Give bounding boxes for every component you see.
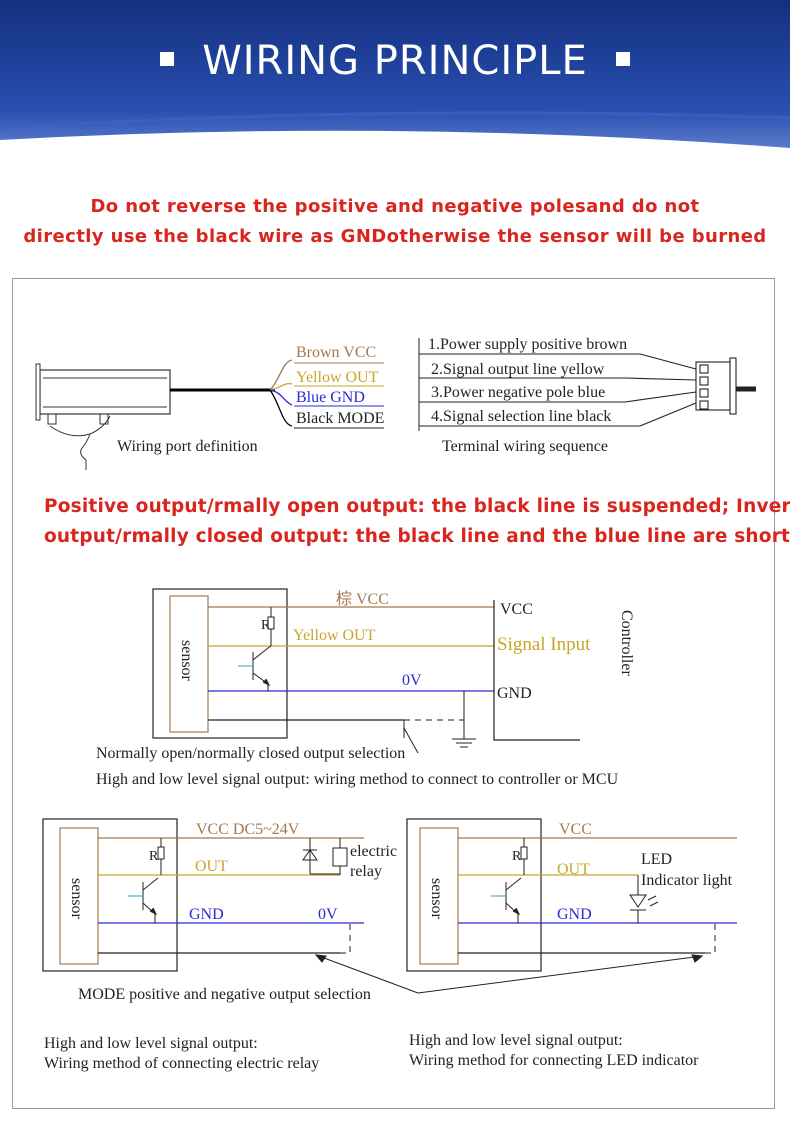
output-note-line-2: output/rmally closed output: the black l… xyxy=(44,526,790,547)
header-banner xyxy=(0,0,790,148)
square-bullet-icon xyxy=(160,52,175,66)
warning-line-1: Do not reverse the positive and negative… xyxy=(90,196,700,217)
output-note-line-1: Positive output/rmally open output: the … xyxy=(44,496,790,517)
warning-line-2: directly use the black wire as GNDotherw… xyxy=(23,226,767,247)
square-bullet-icon xyxy=(615,52,630,66)
page-title: WIRING PRINCIPLE xyxy=(0,38,790,84)
page-title-text: WIRING PRINCIPLE xyxy=(202,38,588,84)
wiring-panel xyxy=(12,278,775,1109)
